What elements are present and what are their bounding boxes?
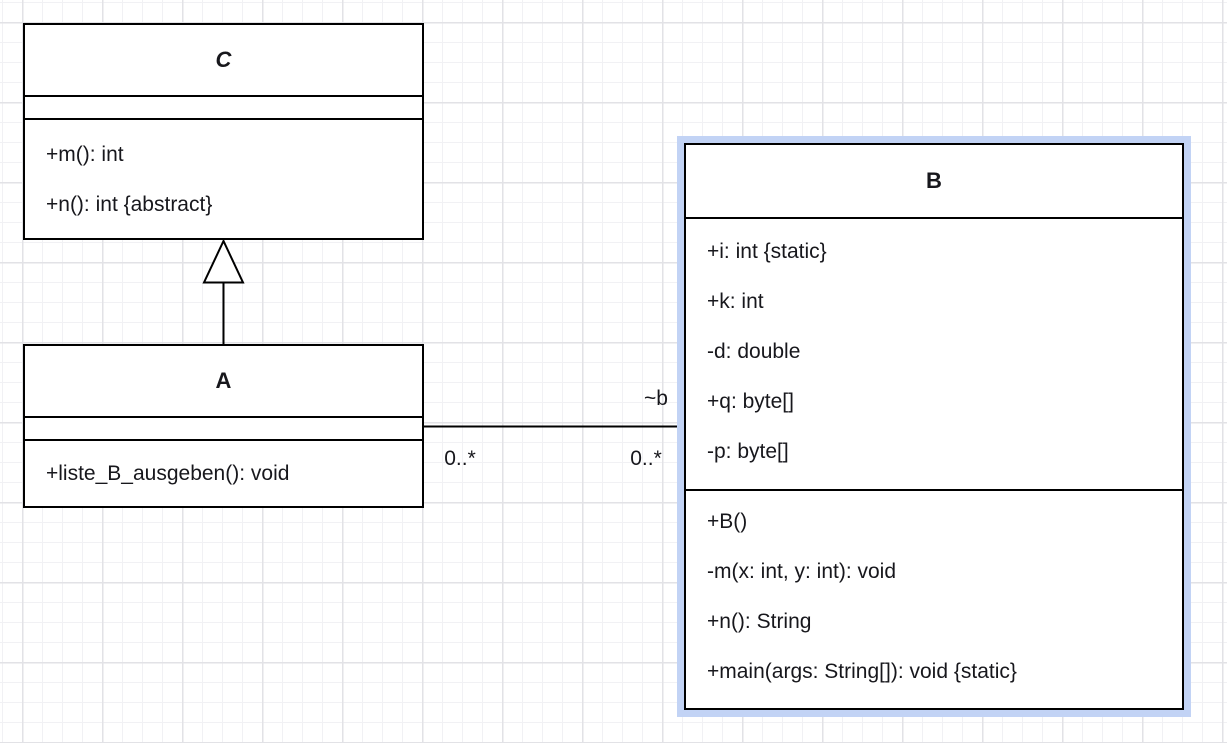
class-name-B: B: [926, 168, 942, 193]
association-source-multiplicity[interactable]: 0..*: [444, 447, 476, 470]
method-item: +main(args: String[]): void {static}: [707, 660, 1017, 683]
attribute-item: -p: byte[]: [707, 440, 789, 463]
class-box-A[interactable]: A +liste_B_ausgeben(): void: [23, 344, 424, 508]
attribute-item: +q: byte[]: [707, 390, 794, 413]
method-item: +n(): int {abstract}: [46, 193, 213, 216]
class-C-methods-section: +m(): int +n(): int {abstract}: [25, 118, 422, 238]
class-A-methods-section: +liste_B_ausgeben(): void: [25, 439, 422, 506]
attribute-item: -d: double: [707, 340, 801, 363]
attribute-item: +i: int {static}: [707, 240, 827, 263]
class-B-attributes-section: +i: int {static} +k: int -d: double +q: …: [686, 217, 1182, 489]
attribute-item: +k: int: [707, 290, 764, 313]
class-C-attributes-section: [25, 95, 422, 118]
class-name-A: A: [215, 368, 232, 393]
generalization-arrowhead-icon: [202, 238, 245, 284]
class-box-B[interactable]: B +i: int {static} +k: int -d: double +q…: [684, 143, 1184, 710]
class-B-methods-section: +B() -m(x: int, y: int): void +n(): Stri…: [686, 489, 1182, 708]
association-role-label[interactable]: ~b: [644, 387, 668, 410]
class-A-attributes-section: [25, 416, 422, 439]
class-name-C: C: [215, 47, 232, 72]
method-item: -m(x: int, y: int): void: [707, 560, 897, 583]
class-box-C[interactable]: C +m(): int +n(): int {abstract}: [23, 23, 424, 240]
method-item: +m(): int: [46, 143, 124, 166]
association-target-multiplicity[interactable]: 0..*: [630, 447, 662, 470]
method-item: +n(): String: [707, 610, 812, 633]
method-item: +liste_B_ausgeben(): void: [46, 462, 290, 485]
method-item: +B(): [707, 510, 748, 533]
